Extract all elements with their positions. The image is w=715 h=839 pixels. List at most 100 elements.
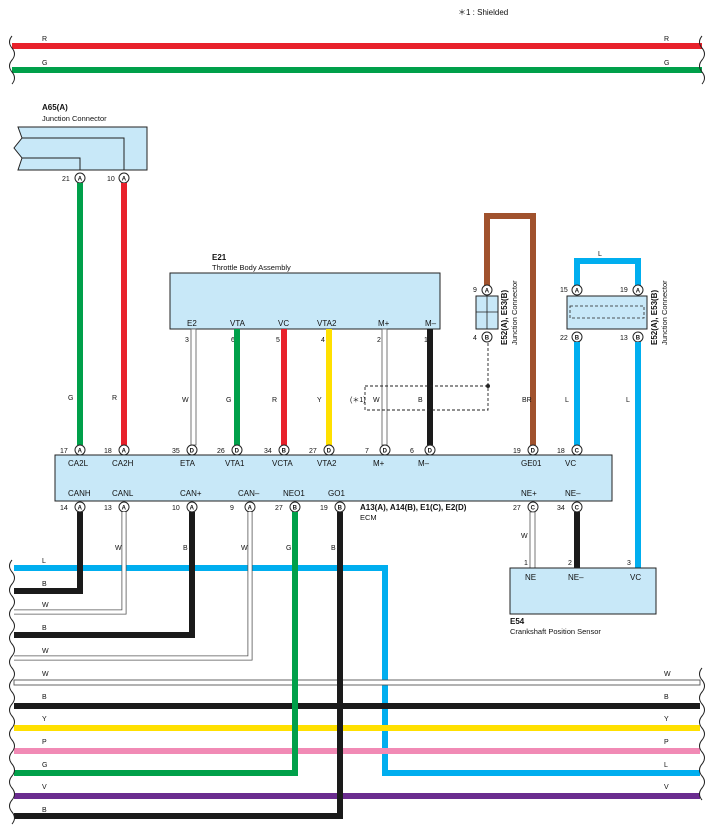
ecm-pin: 18 xyxy=(104,448,112,455)
e54-name: Crankshaft Position Sensor xyxy=(510,627,601,636)
connector-circle xyxy=(118,444,130,456)
connector-circle xyxy=(323,444,335,456)
wire-l-loop xyxy=(635,258,641,286)
e21-term: VC xyxy=(278,319,289,328)
wire-l-loop-top xyxy=(574,258,641,264)
bus-wire-canl xyxy=(14,512,126,614)
ecm-pin: 9 xyxy=(230,505,234,512)
e21-name: Throttle Body Assembly xyxy=(212,263,291,272)
connector-letter: D xyxy=(383,448,388,454)
connector-letter: A xyxy=(78,176,83,182)
ecm-pin: 13 xyxy=(104,505,112,512)
e21-pin: 6 xyxy=(231,337,235,344)
e52-left-id: E52(A), E53(B) xyxy=(500,290,509,345)
bus-wire-r xyxy=(12,43,702,49)
ecm-pin: 34 xyxy=(264,448,272,455)
ecm-bottom-pins: A14CANHA13CANLA10CAN+A9CAN–B27NEO1B19GO1… xyxy=(60,489,583,513)
bus-wire-canh xyxy=(14,512,83,594)
bus-wire-w xyxy=(13,679,701,686)
connector-circle xyxy=(571,284,583,296)
connector-circle xyxy=(231,444,243,456)
e21-pin: 2 xyxy=(377,337,381,344)
connector-letter: B xyxy=(293,505,298,511)
wire-vcta xyxy=(281,329,287,445)
e54-box xyxy=(509,567,657,615)
a65-pin: 10 xyxy=(107,176,115,183)
wire-label-canl: W xyxy=(115,545,122,552)
bottom-bus: L B W B W W B Y P G V B W B Y P L V xyxy=(9,512,705,825)
ecm-terminal: GO1 xyxy=(328,489,345,498)
ecm-terminal: NEO1 xyxy=(283,489,305,498)
connector-circle xyxy=(632,284,644,296)
wire-label-eta: W xyxy=(182,397,189,404)
e52-pin: 15 xyxy=(560,287,568,294)
e54-term: VC xyxy=(630,573,641,582)
wire-m-plus xyxy=(381,328,388,446)
ecm-terminal: CA2H xyxy=(112,459,134,468)
wire-eta xyxy=(190,328,197,446)
e52-right-inner xyxy=(569,305,645,319)
wire-label-neo1: G xyxy=(286,545,291,552)
bus-wire-can-plus xyxy=(14,512,195,638)
ecm-terminal: CANH xyxy=(68,489,91,498)
e21-throttle-body: E21 Throttle Body Assembly E2 VTA VC VTA… xyxy=(169,253,441,344)
connector-letter: A xyxy=(485,288,490,294)
e52-left-junction-connector: A 9 B 4 E52(A), E53(B) Junction Connecto… xyxy=(473,213,536,445)
ecm-box xyxy=(54,454,613,502)
e21-term: VTA2 xyxy=(317,319,337,328)
e52-pin: 9 xyxy=(473,287,477,294)
ecm-pin: 27 xyxy=(513,505,521,512)
wire-br-loop-top xyxy=(484,213,536,219)
ecm-terminal: CA2L xyxy=(68,459,89,468)
bus-wire-canl-outline xyxy=(14,512,127,615)
wire-l-loop xyxy=(574,258,580,286)
wire-label-ca2h: R xyxy=(112,395,117,402)
a65-internal-line xyxy=(22,157,81,170)
e21-term: VTA xyxy=(230,319,246,328)
connector-letter: C xyxy=(575,448,580,454)
connector-letter: A xyxy=(636,288,641,294)
connector-letter: A xyxy=(190,505,195,511)
connector-letter: D xyxy=(428,448,433,454)
ecm-terminal: CAN– xyxy=(238,489,260,498)
a65-junction-connector: A65(A) Junction Connector 21 10 A A xyxy=(13,103,148,184)
connector-circle xyxy=(74,444,86,456)
wire-vc xyxy=(574,342,580,445)
ecm-terminal: VTA2 xyxy=(317,459,337,468)
ecm-pin: 14 xyxy=(60,505,68,512)
wire-br-loop xyxy=(484,213,490,286)
connector-letter: D xyxy=(235,448,240,454)
wire-ne-minus xyxy=(574,512,580,568)
e54-pin: 2 xyxy=(568,560,572,567)
connector-circle xyxy=(481,331,493,343)
shield-note: ＊1 : Shielded xyxy=(458,8,508,17)
e52-left-name: Junction Connector xyxy=(510,280,519,345)
e54-crankshaft-sensor: 1 2 3 NE NE– VC E54 Crankshaft Position … xyxy=(509,560,657,636)
connector-letter: B xyxy=(282,448,287,454)
wire-label-vta2: Y xyxy=(317,397,322,404)
break-mark xyxy=(9,35,15,85)
ecm: A17CA2LA18CA2HD35ETAD26VTA1B34VCTAD27VTA… xyxy=(54,444,613,522)
bus-wire-p xyxy=(14,748,700,754)
wire-label-vta1: G xyxy=(226,397,231,404)
connector-letter: A xyxy=(575,288,580,294)
connector-letter: D xyxy=(531,448,536,454)
bus-label-left: V xyxy=(42,784,47,791)
e52-right-junction-connector: L A 15 A 19 B 22 B 13 E52(A), E53(B) Jun… xyxy=(560,251,669,345)
e52-right-box xyxy=(566,295,648,330)
ecm-pin: 19 xyxy=(513,448,521,455)
connector-letter: A xyxy=(78,448,83,454)
wire-vta2 xyxy=(326,329,332,445)
e52-pin: 22 xyxy=(560,335,568,342)
bus-label-left: B xyxy=(42,625,47,632)
ecm-terminal: M– xyxy=(418,459,430,468)
shield-label: (＊1) xyxy=(350,397,366,404)
ecm-terminal: CAN+ xyxy=(180,489,202,498)
ecm-terminal: NE– xyxy=(565,489,581,498)
ecm-pin: 19 xyxy=(320,505,328,512)
bus-wire-neo1 xyxy=(14,512,298,776)
e54-pin: 1 xyxy=(524,560,528,567)
wire-label-vc: L xyxy=(565,397,569,404)
ecm-terminal: VTA1 xyxy=(225,459,245,468)
